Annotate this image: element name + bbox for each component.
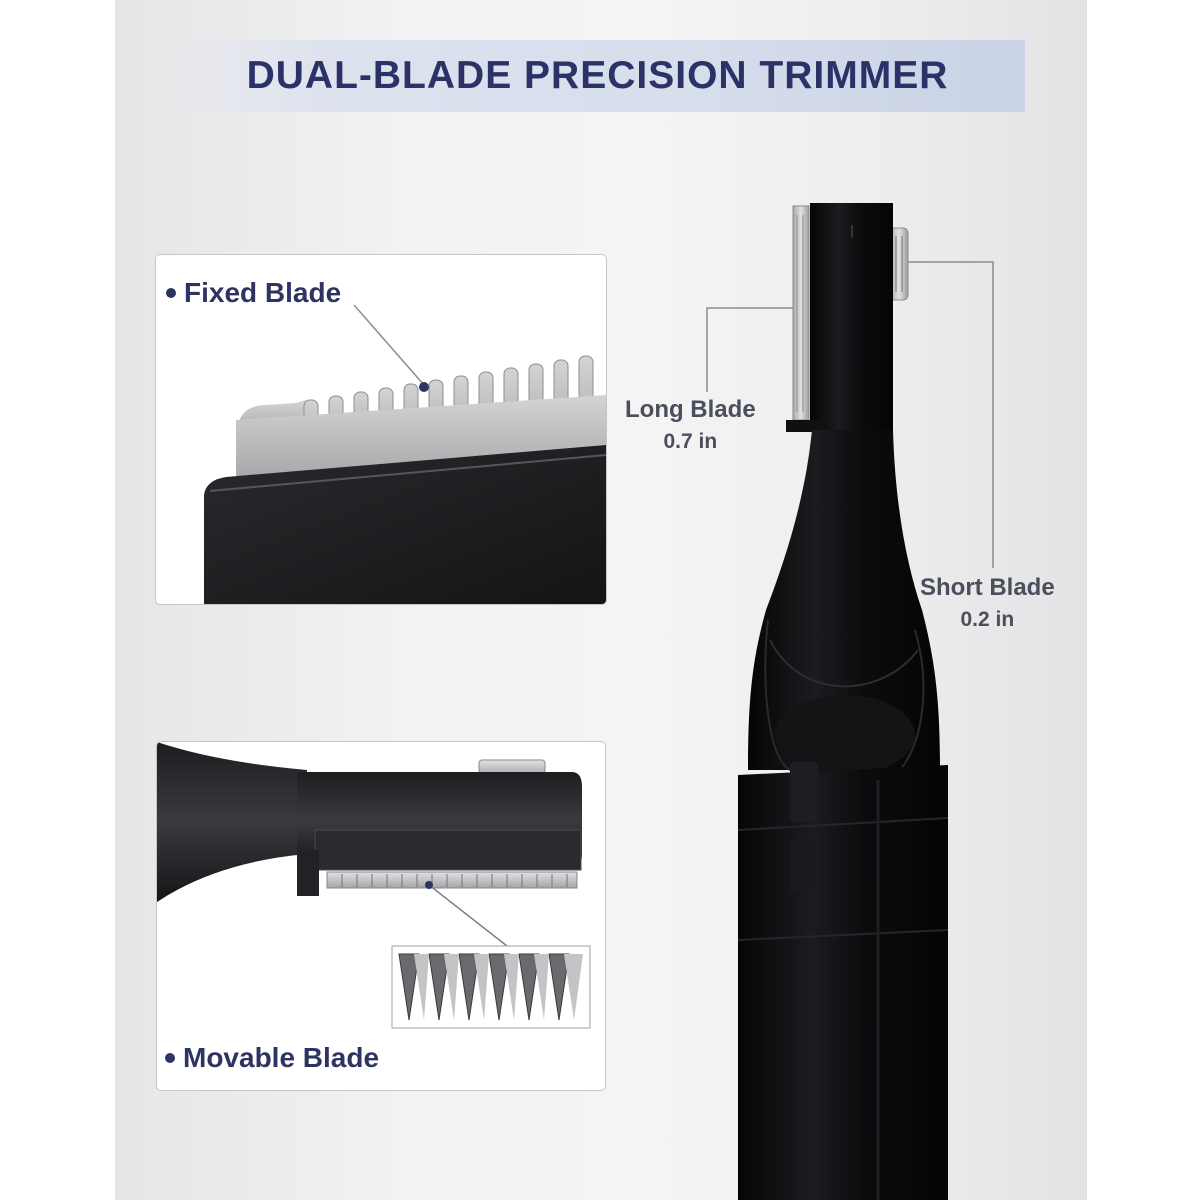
- long-blade-name: Long Blade: [625, 396, 756, 423]
- fixed-blade-panel: Fixed Blade: [155, 254, 607, 605]
- bullet-icon: [166, 288, 176, 298]
- movable-blade-panel: Movable Blade: [156, 741, 606, 1091]
- long-blade-label: Long Blade 0.7 in: [625, 394, 756, 458]
- short-blade-name: Short Blade: [920, 574, 1055, 601]
- fixed-blade-label: Fixed Blade: [184, 277, 342, 308]
- trimmer-head: [810, 203, 893, 430]
- title-banner: DUAL-BLADE PRECISION TRIMMER: [170, 40, 1025, 112]
- bullet-icon: [165, 1053, 175, 1063]
- movable-blade-callout: Movable Blade: [165, 1042, 379, 1074]
- long-blade: [792, 205, 810, 421]
- movable-blade-detail: [157, 742, 591, 1029]
- fixed-blade-callout: Fixed Blade: [166, 277, 341, 309]
- trimmer-neck: [748, 430, 940, 770]
- fixed-blade-detail: [204, 304, 606, 604]
- short-blade-size: 0.2 in: [960, 608, 1015, 631]
- movable-blade-label: Movable Blade: [183, 1042, 380, 1073]
- page-title: DUAL-BLADE PRECISION TRIMMER: [246, 54, 949, 97]
- long-blade-size: 0.7 in: [663, 430, 718, 453]
- long-blade-leader: [706, 307, 793, 392]
- short-blade-label: Short Blade 0.2 in: [920, 572, 1055, 636]
- short-blade-leader: [908, 261, 994, 568]
- trimmer-body: [738, 765, 948, 1200]
